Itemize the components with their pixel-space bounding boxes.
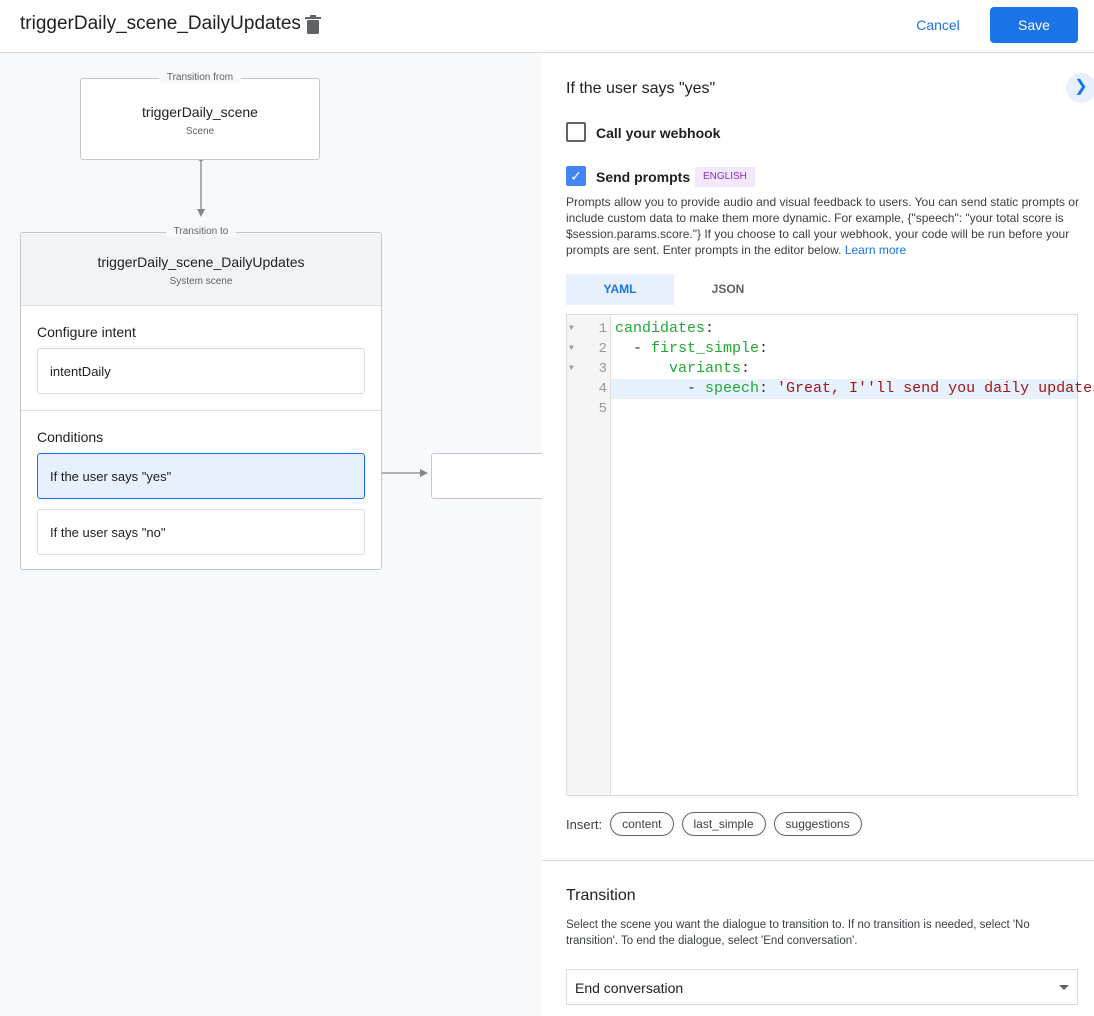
send-prompts-label: Send prompts (596, 169, 691, 185)
fold-arrow-icon[interactable]: ▼ (569, 364, 574, 373)
dropdown-arrow-icon (1059, 985, 1069, 990)
line-number: 3 (598, 361, 607, 377)
transition-select[interactable]: End conversation (566, 969, 1078, 1005)
code-line: ▼ 1 candidates: (567, 319, 1077, 339)
code-token: - (615, 380, 706, 397)
panel-heading: If the user says "yes" (566, 80, 716, 97)
code-editor[interactable]: ▼ 1 candidates: ▼ 2 - first_simple: ▼ 3 varian… (566, 314, 1094, 796)
tab-json[interactable]: JSON (711, 282, 745, 296)
check-icon: ✓ (570, 168, 582, 184)
learn-more-link[interactable]: Learn more (844, 243, 907, 257)
active-line-highlight (611, 379, 1077, 399)
description-text: Prompts allow you to provide audio and v… (566, 195, 1079, 257)
node-title: triggerDaily_scene_DailyUpdates (97, 254, 305, 270)
insert-bar: Insert: content last_simple suggestions (566, 812, 862, 836)
node-legend: Transition from (158, 72, 242, 83)
cancel-button[interactable]: Cancel (904, 8, 972, 42)
line-number: 5 (598, 401, 607, 417)
arrow-right-icon (420, 469, 428, 477)
line-number: 1 (598, 321, 607, 337)
node-legend: Transition to (165, 226, 237, 237)
code-token: : (705, 320, 715, 337)
language-badge: ENGLISH (695, 167, 755, 187)
chevron-right-icon[interactable]: ❯ (1066, 73, 1094, 103)
flow-canvas: Transition from triggerDaily_scene Scene… (0, 54, 542, 1016)
insert-chip-suggestions[interactable]: suggestions (773, 812, 862, 836)
page-title: triggerDaily_scene_DailyUpdates (20, 13, 301, 34)
fold-arrow-icon[interactable]: ▼ (569, 344, 574, 353)
transition-to-node: Transition to triggerDaily_scene_DailyUp… (20, 226, 382, 570)
fold-arrow-icon[interactable]: ▼ (569, 324, 574, 333)
code-token: - (615, 340, 652, 357)
transition-selected: End conversation (575, 980, 684, 996)
line-number: 2 (598, 341, 607, 357)
line-number: 4 (598, 381, 607, 397)
transition-heading: Transition (566, 887, 636, 904)
code-token: first_simple (651, 340, 760, 357)
configure-intent-label: Configure intent (37, 324, 136, 340)
condition-no[interactable]: If the user says "no" (37, 509, 365, 555)
tab-yaml[interactable]: YAML (566, 274, 674, 305)
editor-gutter (567, 315, 611, 795)
transition-description: Select the scene you want the dialogue t… (566, 919, 1030, 947)
insert-label: Insert: (566, 816, 603, 832)
code-text: - speech: 'Great, I''ll send you daily u… (615, 379, 1094, 399)
code-line: 4 - speech: 'Great, I''ll send you daily… (567, 379, 1094, 399)
node-subtitle: System scene (169, 276, 233, 287)
code-text: candidates: (615, 319, 714, 339)
send-prompts-checkbox[interactable]: ✓ (566, 166, 586, 186)
target-node[interactable] (431, 453, 542, 499)
code-token: candidates (615, 320, 706, 337)
insert-chip-last-simple[interactable]: last_simple (681, 812, 766, 836)
condition-yes[interactable]: If the user says "yes" (37, 453, 365, 499)
arrow-down-icon (197, 209, 205, 217)
insert-chip-content[interactable]: content (610, 812, 674, 836)
code-line: 5 (567, 399, 1077, 419)
transition-from-node[interactable]: Transition from triggerDaily_scene Scene (80, 72, 320, 160)
divider (542, 860, 1094, 861)
prompts-description: Prompts allow you to provide audio and v… (566, 194, 1081, 258)
node-subtitle: Scene (185, 126, 215, 137)
header: triggerDaily_scene_DailyUpdates Cancel S… (0, 0, 1094, 53)
code-line: ▼ 2 - first_simple: (567, 339, 1077, 359)
code-token: : (759, 340, 769, 357)
conditions-label: Conditions (37, 429, 104, 445)
code-token: : (759, 380, 778, 397)
intent-item[interactable]: intentDaily (37, 348, 365, 394)
code-token: speech (705, 380, 760, 397)
code-token: variants (615, 360, 742, 377)
code-text: variants: (615, 359, 750, 379)
webhook-checkbox[interactable] (566, 122, 586, 142)
code-line: ▼ 3 variants: (567, 359, 1077, 379)
code-token: : (741, 360, 751, 377)
webhook-label: Call your webhook (596, 125, 721, 141)
trash-icon[interactable] (304, 15, 322, 35)
code-token: 'Great, I''ll send you daily updates. (777, 380, 1094, 397)
node-title: triggerDaily_scene (142, 104, 258, 120)
save-button[interactable]: Save (990, 7, 1078, 43)
code-text: - first_simple: (615, 339, 768, 359)
